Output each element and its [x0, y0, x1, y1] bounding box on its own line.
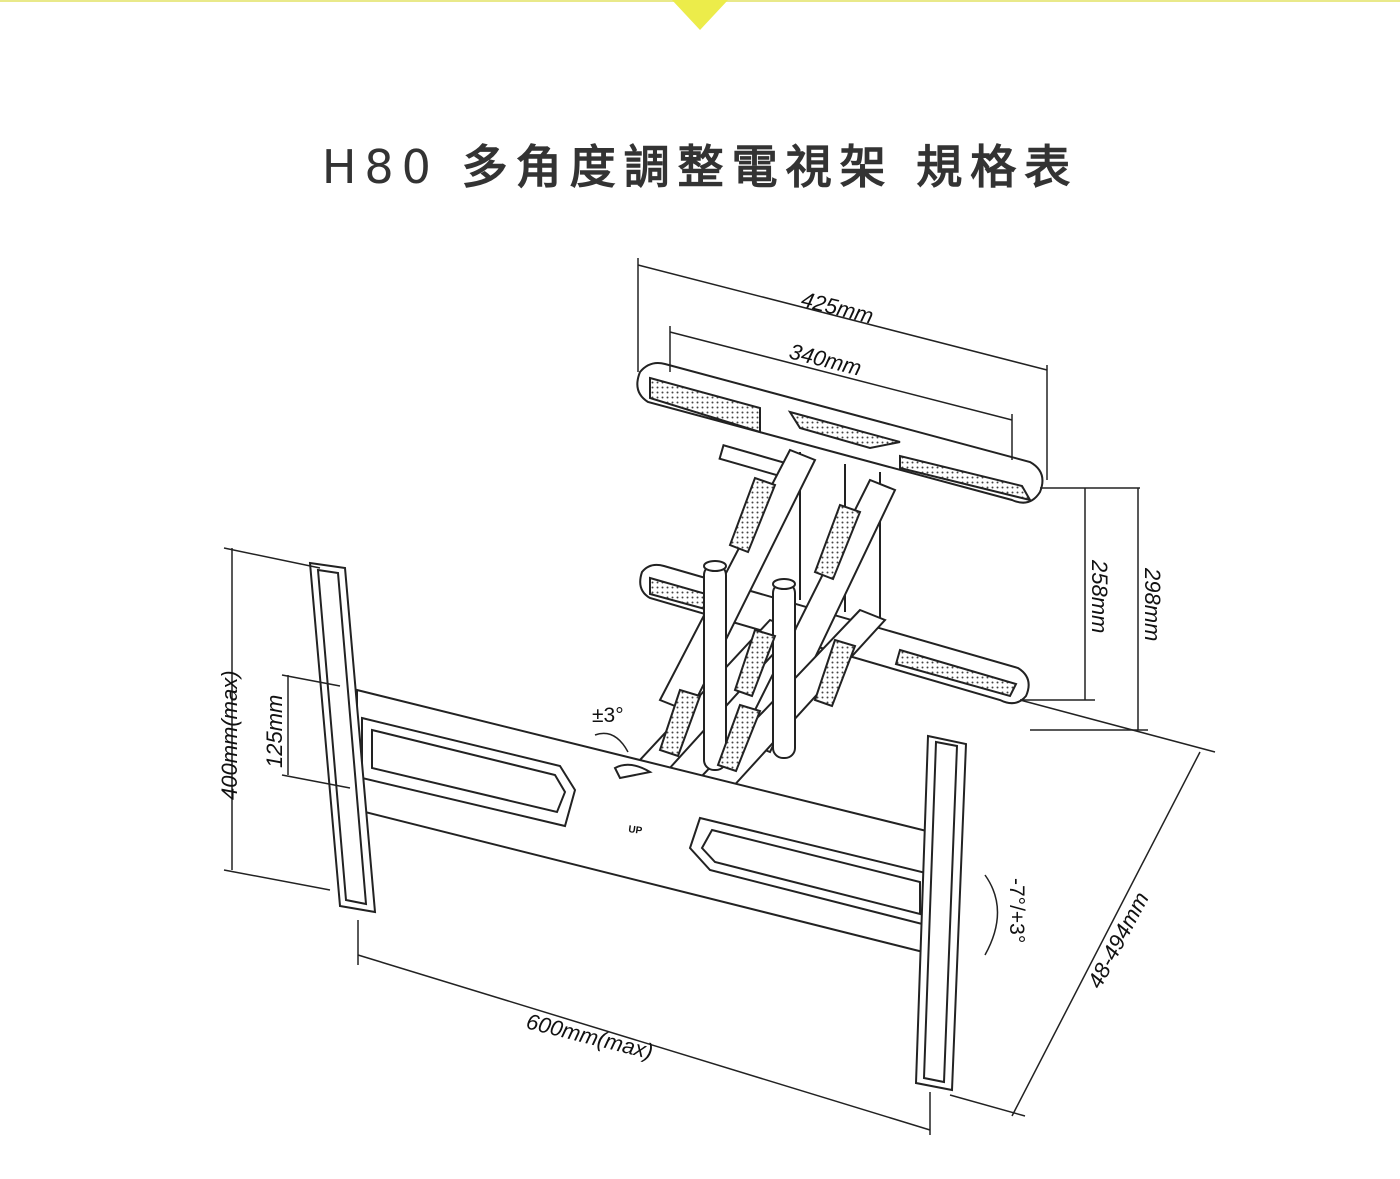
dim-340: 340mm — [787, 339, 864, 381]
dim-125: 125mm — [262, 695, 287, 768]
spec-label: 規格表 — [916, 139, 1079, 194]
dim-258: 258mm — [1087, 559, 1112, 633]
swivel-angle: ±3° — [592, 704, 624, 727]
tv-bracket — [356, 688, 956, 962]
product-name: 多角度調整電視架 — [461, 139, 894, 194]
top-marker — [672, 0, 728, 30]
left-vertical-rail — [308, 561, 377, 914]
right-vertical-rail — [914, 734, 968, 1092]
down-triangle-icon — [672, 0, 728, 30]
dim-extension: 48-494mm — [1082, 888, 1153, 993]
page-title: H80 多角度調整電視架 規格表 — [0, 131, 1400, 197]
model-name: H80 — [321, 139, 439, 194]
up-label: UP — [628, 824, 644, 837]
dim-425: 425mm — [799, 287, 876, 329]
swing-arm — [638, 448, 897, 792]
dim-400: 400mm(max) — [217, 670, 242, 800]
dim-298: 298mm — [1140, 567, 1165, 641]
tilt-angle: -7°/+3° — [1005, 878, 1028, 943]
dimension-lines — [223, 258, 1216, 1135]
dim-600: 600mm(max) — [524, 1009, 656, 1065]
